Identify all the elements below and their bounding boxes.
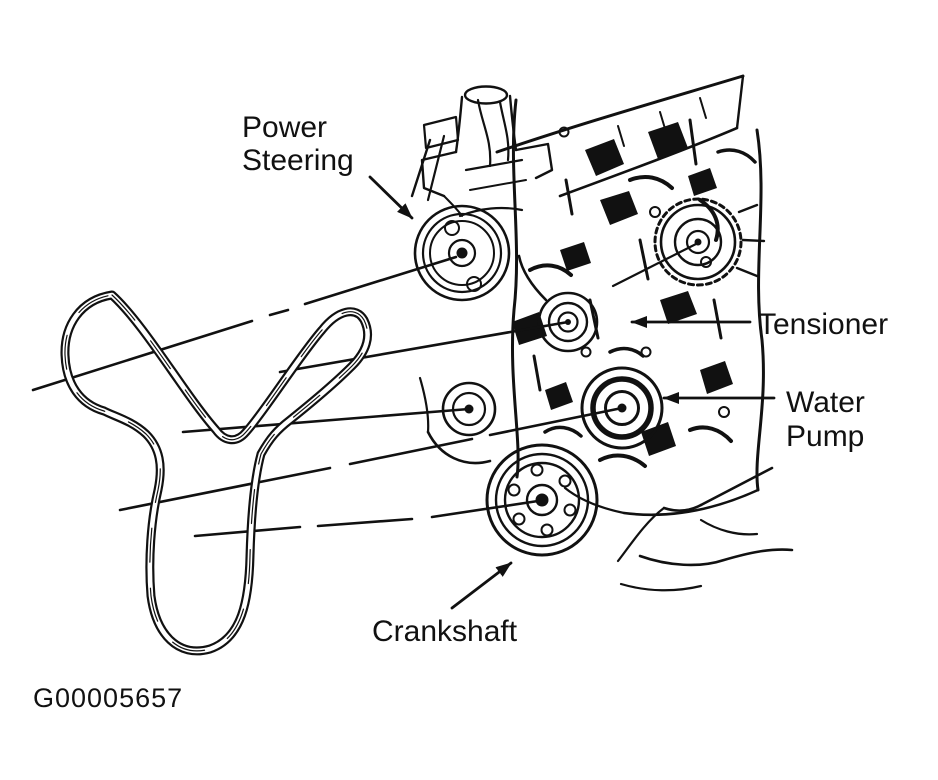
crankshaft-pulley [485, 443, 599, 557]
power-steering-pulley [413, 204, 511, 302]
label-power-steering: Power Steering [242, 111, 414, 220]
idler-axis-line [181, 407, 471, 434]
water-pump-axis-line [118, 406, 624, 512]
axis-lines [31, 241, 700, 538]
camshaft-axis-line [611, 241, 700, 288]
label-tensioner: Tensioner [630, 308, 888, 341]
power-steering-axis-line [31, 255, 458, 392]
power-steering-label-line2: Steering [242, 144, 354, 177]
water-pump-pulley [580, 366, 664, 450]
serpentine-belt [60, 290, 372, 656]
power-steering-callout-arrow [368, 175, 414, 220]
camshaft-pulley [653, 197, 766, 287]
figure-code: G00005657 [33, 683, 183, 713]
crankshaft-callout-arrow [450, 561, 513, 610]
tensioner-axis-line [278, 320, 570, 374]
engine-block [410, 74, 794, 592]
label-crankshaft: Crankshaft [372, 561, 518, 648]
crankshaft-label: Crankshaft [372, 615, 518, 648]
water-pump-label-line1: Water [786, 386, 865, 419]
tensioner-label: Tensioner [758, 308, 888, 341]
label-water-pump: Water Pump [662, 386, 865, 453]
water-pump-label-line2: Pump [786, 420, 864, 453]
power-steering-label-line1: Power [242, 111, 327, 144]
